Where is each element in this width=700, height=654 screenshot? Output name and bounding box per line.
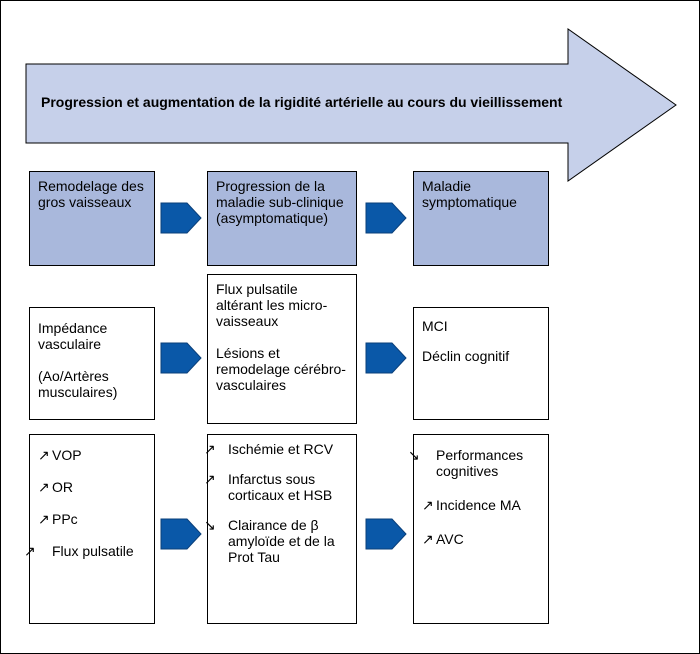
chevron-arrow-icon (365, 518, 407, 550)
box-progression-text: Progression de la maladie sub-clinique (… (216, 178, 344, 226)
indicator-item: ↗VOP (38, 447, 82, 463)
indicator-item: ↗PPc (38, 511, 78, 527)
box-impedance: Impédance vasculaire (Ao/Artères muscula… (29, 307, 155, 420)
box-progression: Progression de la maladie sub-clinique (… (207, 171, 357, 266)
arrow-up-right-icon: ↗ (38, 511, 50, 527)
arrow-up-right-icon: ↗ (38, 447, 50, 463)
arrow-down-right-icon: ↘ (408, 447, 420, 463)
consequence-item: ↗Ischémie et RCV (204, 441, 334, 457)
outcome-item: ↗AVC (422, 531, 464, 547)
chevron-arrow-icon (160, 202, 202, 234)
consequence-item: ↗Infarctus sous corticaux et HSB (204, 471, 333, 503)
box-remodelage: Remodelage des gros vaisseaux (29, 171, 155, 266)
arrow-up-right-icon: ↗ (204, 471, 216, 487)
chevron-arrow-icon (365, 342, 407, 374)
arrow-up-right-icon: ↗ (204, 441, 216, 457)
box-maladie-text: Maladie symptomatique (422, 178, 517, 210)
box-outcomes: ↘Performances cognitives ↗Incidence MA ↗… (408, 434, 549, 624)
outcome-item: ↗Incidence MA (422, 497, 521, 513)
arrow-up-right-icon: ↗ (24, 543, 36, 559)
banner-title: Progression et augmentation de la rigidi… (41, 94, 563, 110)
mci-line1: MCI (422, 318, 448, 334)
chevron-arrow-icon (365, 202, 407, 234)
consequence-item: ↘Clairance de β amyloïde et de la Prot T… (204, 517, 335, 565)
chevron-arrow-icon (160, 518, 202, 550)
flux-line2: Lésions et remodelage cérébro-vasculaire… (216, 345, 346, 393)
impedance-line1: Impédance vasculaire (38, 320, 108, 352)
outcome-item: ↘Performances cognitives (408, 447, 524, 479)
arrow-up-right-icon: ↗ (38, 479, 50, 495)
impedance-line2: (Ao/Artères musculaires) (38, 368, 118, 400)
box-indicators: ↗VOP ↗OR ↗PPc ↗Flux pulsatile (24, 434, 155, 624)
box-consequences: ↗Ischémie et RCV ↗Infarctus sous cortica… (204, 434, 357, 624)
indicator-item: ↗OR (38, 479, 73, 495)
chevron-arrow-icon (160, 342, 202, 374)
arrow-up-right-icon: ↗ (422, 531, 434, 547)
arrow-down-right-icon: ↘ (204, 517, 216, 533)
box-mci: MCI Déclin cognitif (413, 307, 549, 420)
flux-line1: Flux pulsatile altérant les micro-vaisse… (216, 281, 328, 329)
box-remodelage-text: Remodelage des gros vaisseaux (38, 178, 144, 210)
mci-line2: Déclin cognitif (422, 348, 510, 364)
arrow-up-right-icon: ↗ (422, 497, 434, 513)
indicator-item: ↗Flux pulsatile (24, 543, 134, 559)
box-flux-lesions: Flux pulsatile altérant les micro-vaisse… (207, 274, 357, 424)
box-maladie: Maladie symptomatique (413, 171, 549, 266)
progression-banner-arrow (25, 28, 677, 182)
